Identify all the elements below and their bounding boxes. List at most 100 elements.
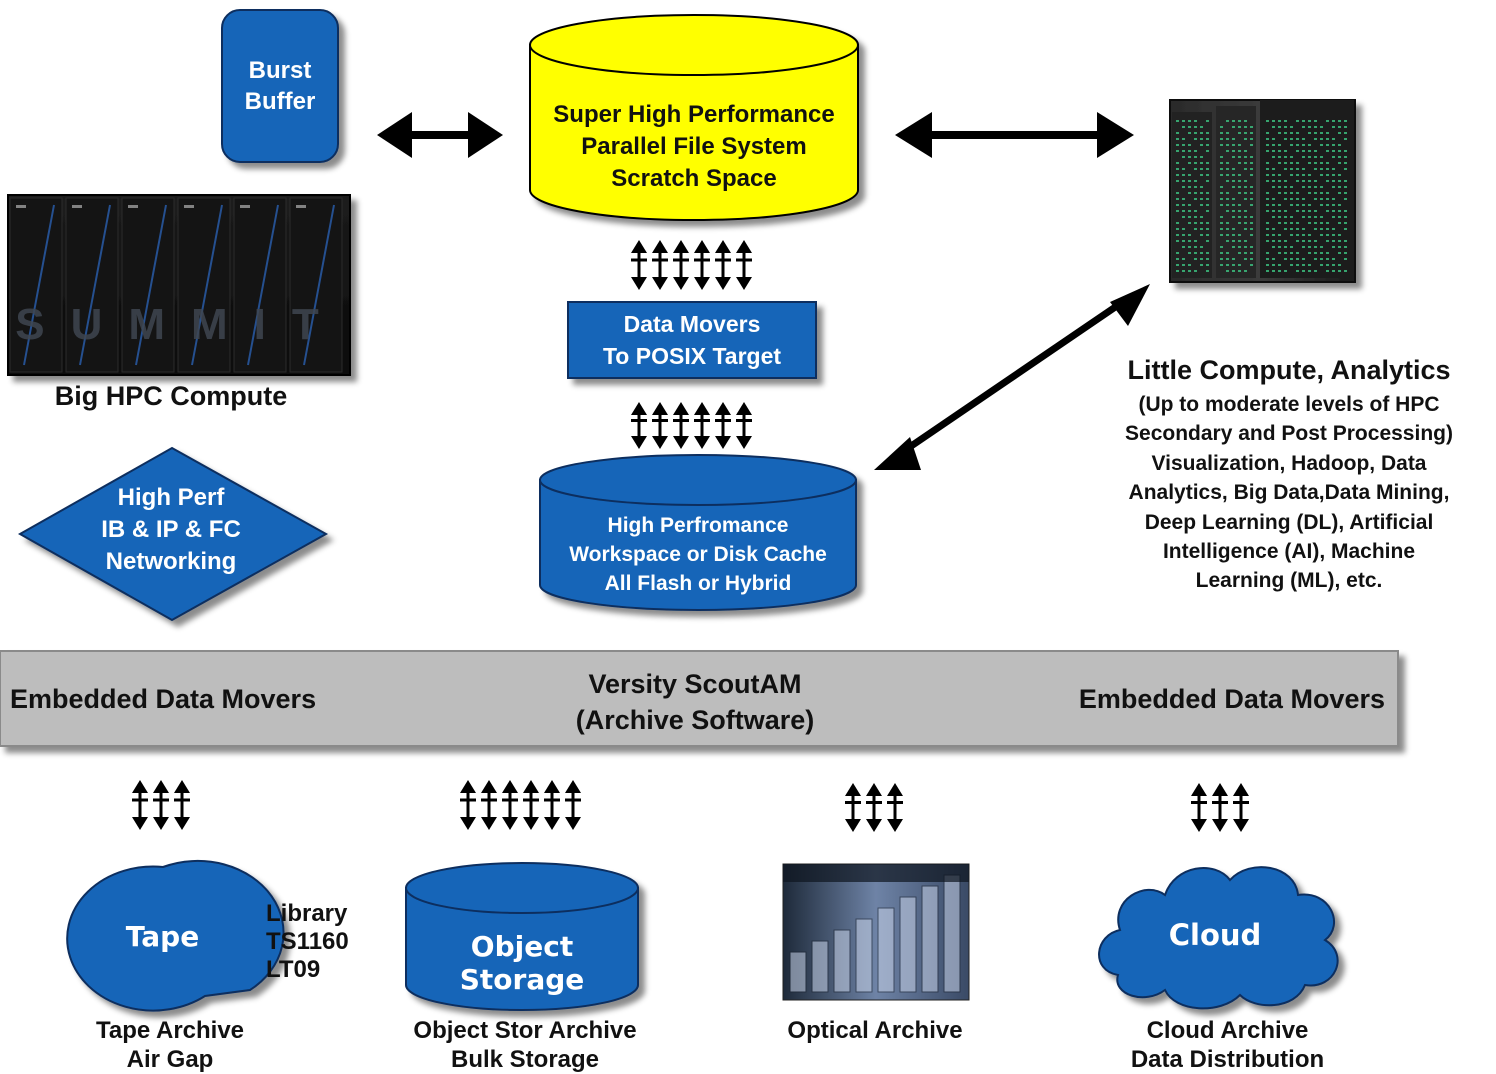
double-arrow-icon (502, 780, 518, 830)
little-compute-line: Learning (ML), etc. (1195, 569, 1383, 593)
double-arrow-icon (481, 780, 497, 830)
tape-caption-line: Air Gap (126, 1046, 214, 1073)
double-arrow-icon (715, 240, 731, 290)
scratch-label: Super High Performance Parallel File Sys… (520, 99, 868, 195)
double-arrow-icon (887, 783, 903, 832)
data-movers-box (567, 301, 817, 379)
double-arrow-icon (673, 402, 689, 449)
double-arrow-icon (174, 780, 190, 830)
workspace-label: High Perfromance Workspace or Disk Cache… (530, 511, 866, 598)
bar-right-label: Embedded Data Movers (1078, 684, 1385, 714)
bar-left-label: Embedded Data Movers (10, 684, 317, 714)
data-movers-line: Data Movers (623, 311, 761, 337)
double-arrow-icon (845, 783, 861, 832)
arrow-group-scratch-movers (631, 240, 752, 290)
cloud-shape (1098, 866, 1339, 1010)
double-arrow-icon (694, 240, 710, 290)
optical-caption: Optical Archive (740, 1016, 1010, 1045)
cloud-caption-line: Cloud Archive (1146, 1017, 1309, 1044)
tape-caption: Tape Archive Air Gap (40, 1016, 300, 1074)
scratch-line: Parallel File System (581, 133, 807, 160)
cloud-shape-label: Cloud (1168, 918, 1262, 952)
tape-caption-line: Tape Archive (95, 1017, 245, 1044)
tape-side-line: TS1160 (266, 928, 349, 955)
optical-archive-image (782, 863, 970, 1001)
scratch-line: Scratch Space (611, 165, 777, 192)
optical-racks (783, 864, 969, 993)
arrow-workspace-compute (874, 284, 1150, 470)
tape-side-label: Library TS1160 LT09 (266, 900, 366, 984)
double-arrow-icon (565, 780, 581, 830)
double-arrow-icon (631, 240, 647, 290)
double-arrow-icon (652, 240, 668, 290)
network-label: High Perf IB & IP & FC Networking (60, 482, 282, 578)
little-compute-description: (Up to moderate levels of HPC Secondary … (1090, 390, 1488, 596)
double-arrow-icon (1233, 783, 1249, 832)
server-rack-image (1169, 99, 1356, 283)
workspace-cylinder (539, 454, 857, 611)
cloud-caption-line: Data Distribution (1130, 1046, 1325, 1073)
object-caption: Object Stor Archive Bulk Storage (380, 1016, 670, 1074)
big-hpc-label: Big HPC Compute (54, 381, 288, 411)
network-line: High Perf (117, 484, 225, 511)
arrow-scratch-compute (895, 112, 1134, 158)
archive-bar (0, 650, 1399, 747)
network-diamond (17, 446, 329, 622)
double-arrow-icon (715, 402, 731, 449)
arrow-group-movers-workspace (631, 402, 752, 449)
double-arrow-icon (673, 240, 689, 290)
double-arrow-icon (652, 402, 668, 449)
tape-side-line: LT09 (266, 956, 321, 983)
burst-buffer-label: Burst Buffer (222, 55, 338, 117)
double-arrow-icon (694, 402, 710, 449)
workspace-line: All Flash or Hybrid (604, 572, 792, 595)
optical-caption-line: Optical Archive (787, 1017, 963, 1044)
data-movers-label: Data Movers To POSIX Target (568, 308, 816, 372)
summit-logo-text: SUMMIT (15, 300, 345, 349)
tape-shape (66, 859, 285, 1012)
double-arrow-icon (544, 780, 560, 830)
arrow-group-cloud (1191, 783, 1249, 832)
little-compute-line: (Up to moderate levels of HPC (1138, 393, 1440, 416)
scratch-line: Super High Performance (553, 101, 835, 128)
server-rack-lights (1176, 120, 1347, 272)
scratch-cylinder (529, 14, 859, 221)
little-compute-line: Secondary and Post Processing) (1125, 422, 1453, 446)
bar-center-line: Versity ScoutAM (588, 669, 802, 699)
arrow-group-tape (132, 780, 190, 830)
little-compute-title: Little Compute, Analytics (1127, 355, 1451, 385)
double-arrow-icon (736, 402, 752, 449)
workspace-line: Workspace or Disk Cache (569, 543, 827, 566)
workspace-line: High Perfromance (607, 514, 789, 537)
bar-center-line: (Archive Software) (575, 705, 815, 735)
object-caption-line: Bulk Storage (450, 1046, 600, 1073)
burst-buffer-line: Buffer (244, 88, 316, 115)
network-line: IB & IP & FC (101, 516, 241, 543)
double-arrow-icon (736, 240, 752, 290)
double-arrow-icon (153, 780, 169, 830)
arrow-burst-scratch (377, 112, 503, 158)
object-storage-shape-label: Object Storage (459, 930, 585, 996)
arrow-group-optical (845, 783, 903, 832)
summit-cabinets (9, 197, 343, 373)
tape-shape-label: Tape (125, 920, 200, 953)
little-compute-line: Visualization, Hadoop, Data (1151, 451, 1427, 475)
double-arrow-icon (631, 402, 647, 449)
data-movers-line: To POSIX Target (602, 343, 782, 369)
double-arrow-icon (1191, 783, 1207, 832)
double-arrow-icon (1212, 783, 1228, 832)
bar-center-label: Versity ScoutAM (Archive Software) (500, 666, 890, 738)
object-caption-line: Object Stor Archive (413, 1017, 637, 1044)
little-compute-line: Intelligence (AI), Machine (1162, 540, 1416, 564)
cloud-caption: Cloud Archive Data Distribution (1090, 1016, 1365, 1074)
double-arrow-icon (460, 780, 476, 830)
little-compute-line: Analytics, Big Data,Data Mining, (1128, 481, 1450, 505)
double-arrow-icon (523, 780, 539, 830)
little-compute-line: Deep Learning (DL), Artificial (1144, 510, 1434, 534)
network-line: Networking (105, 548, 237, 575)
object-storage-cylinder (405, 862, 639, 1011)
double-arrow-icon (132, 780, 148, 830)
arrow-group-object (460, 780, 581, 830)
tape-side-line: Library (266, 900, 348, 927)
